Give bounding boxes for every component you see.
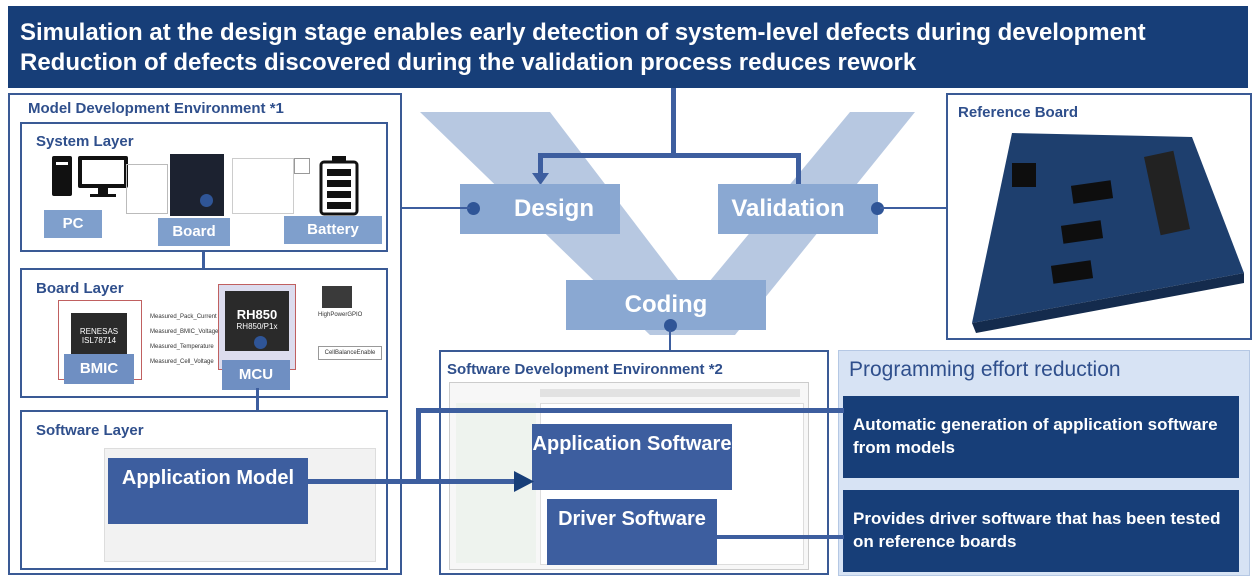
connector-loop-vertical [416, 408, 421, 483]
system-layer-title: System Layer [36, 133, 134, 150]
coding-dot [664, 319, 677, 332]
bmic-chip-part: ISL78714 [81, 336, 117, 345]
mcu-block: RH850 RH850/P1x [218, 284, 296, 370]
cellbalance-label: CellBalanceEnable [318, 346, 382, 360]
board-layer-panel: Board Layer RENESAS ISL78714 Measured_Pa… [20, 268, 388, 398]
reference-board-panel: Reference Board [946, 93, 1252, 340]
software-layer-panel: Software Layer Application Model [20, 410, 388, 570]
arrow-to-design [532, 153, 549, 185]
system-layer-panel: System Layer PC Board Battery [20, 122, 388, 252]
reference-board-image [972, 133, 1244, 333]
software-layer-title: Software Layer [36, 422, 144, 439]
battery-label: Battery [284, 216, 382, 244]
reference-board-title: Reference Board [958, 104, 1079, 121]
header-banner: Simulation at the design stage enables e… [8, 6, 1248, 88]
connector-loop-top [416, 408, 844, 413]
mcu-dot [254, 336, 267, 349]
header-line-1: Simulation at the design stage enables e… [20, 19, 1146, 46]
board-signal-labels: Measured_Pack_Current Measured_BMIC_Volt… [150, 310, 218, 370]
bmic-chip-brand: RENESAS [79, 327, 119, 336]
connector-driver-effort [716, 535, 844, 539]
connector-board-software [256, 388, 259, 410]
ide-titlebar [540, 389, 800, 397]
board-label: Board [158, 218, 230, 246]
connector-header [671, 88, 676, 156]
mcu-chip-part: RH850 [236, 307, 278, 322]
system-signal-block [232, 158, 294, 214]
mcu-chip-sub: RH850/P1x [236, 322, 278, 331]
signal-pack-current: Measured_Pack_Current [150, 314, 217, 320]
effort-title: Programming effort reduction [849, 358, 1121, 381]
arrow-to-app-software [514, 471, 534, 492]
signal-bmic-voltage: Measured_BMIC_Voltage [150, 329, 219, 335]
pc-label: PC [44, 210, 102, 238]
pc-icon [52, 156, 128, 197]
gpio-block [322, 286, 352, 308]
board-dot [200, 194, 213, 207]
connector-model-design [402, 207, 470, 209]
signal-temperature: Measured_Temperature [150, 344, 214, 350]
gpio-label: HighPowerGPIO [318, 312, 363, 318]
effort-item-auto-generation: Automatic generation of application soft… [843, 396, 1239, 478]
header-line-2: Reduction of defects discovered during t… [20, 49, 917, 76]
design-label: Design [513, 195, 594, 222]
model-dev-env-title: Model Development Environment *1 [28, 100, 284, 117]
validation-label: Validation [731, 195, 845, 222]
connector-validation-board [880, 207, 946, 209]
connector-system-board [202, 252, 205, 270]
application-model-box: Application Model [108, 458, 308, 524]
application-software-box: Application Software [532, 424, 732, 490]
connector-coding-sw [669, 330, 671, 350]
signal-cell-voltage: Measured_Cell_Voltage [150, 359, 214, 365]
battery-icon [319, 156, 359, 216]
connector-design-validation [538, 153, 800, 158]
design-box: Design [460, 184, 620, 234]
sw-dev-env-title: Software Development Environment *2 [447, 361, 723, 378]
system-block-small [126, 164, 168, 214]
bmic-label: BMIC [64, 354, 134, 384]
system-switch-block [294, 158, 310, 174]
validation-dot [871, 202, 884, 215]
validation-box: Validation [718, 184, 878, 234]
board-image [170, 154, 224, 216]
connector-validation [796, 153, 801, 185]
board-layer-title: Board Layer [36, 280, 124, 297]
mcu-label: MCU [222, 360, 290, 390]
driver-software-box: Driver Software [547, 499, 717, 565]
design-dot [467, 202, 480, 215]
effort-item-driver-software: Provides driver software that has been t… [843, 490, 1239, 572]
connector-appmodel-appsw [306, 479, 518, 484]
